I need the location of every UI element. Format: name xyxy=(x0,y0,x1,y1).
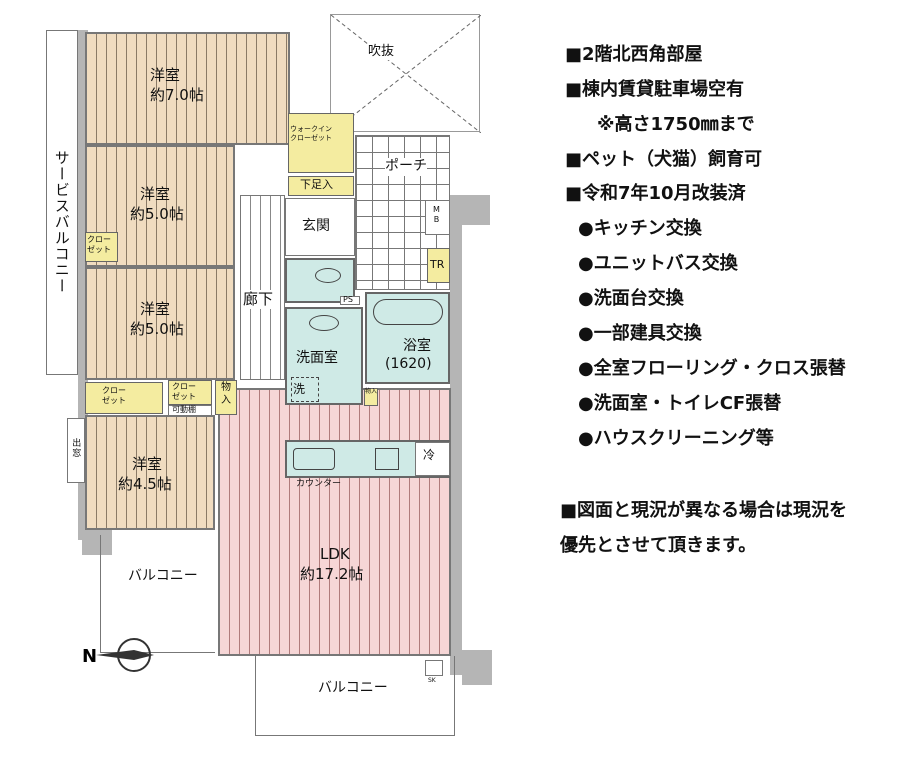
wall xyxy=(78,30,88,540)
room-name: 洋室 xyxy=(140,185,171,203)
closet-label: クロー ゼット xyxy=(172,382,196,401)
trunk-room xyxy=(427,248,450,283)
western-room-7 xyxy=(85,32,290,145)
western-room-5b xyxy=(85,267,235,380)
info-line: ●ハウスクリーニング等 xyxy=(578,428,774,449)
shelf-label: 可動棚 xyxy=(172,405,196,414)
balcony-left xyxy=(100,535,215,653)
western-room-4-5 xyxy=(85,415,215,530)
balcony-bottom xyxy=(255,656,455,736)
info-line: ●キッチン交換 xyxy=(578,218,702,239)
room-size: 約5.0帖 xyxy=(130,205,184,223)
sink-icon xyxy=(309,315,339,331)
slop-sink xyxy=(425,660,443,676)
wall xyxy=(82,525,112,555)
pipe-space xyxy=(340,296,360,305)
room-size: 約7.0帖 xyxy=(150,86,204,104)
info-line: ●一部建具交換 xyxy=(578,323,702,344)
bathtub-icon xyxy=(373,299,443,325)
info-line: ■2階北西角部屋 xyxy=(565,44,703,65)
wall xyxy=(462,195,490,225)
hallway-label: 廊下 xyxy=(243,290,274,309)
meter-box xyxy=(425,200,450,235)
storage xyxy=(215,380,237,415)
ldk-size: 約17.2帖 xyxy=(300,565,364,583)
void-area xyxy=(330,14,481,133)
washer-space xyxy=(291,377,319,402)
bay-window-label: 出窓 xyxy=(70,438,81,458)
room-name: 洋室 xyxy=(132,455,163,473)
note-line: 優先とさせて頂きます。 xyxy=(560,535,757,556)
bathroom-label: 浴室 xyxy=(403,338,431,354)
walk-in-closet xyxy=(288,113,354,173)
mb-label: M B xyxy=(433,205,440,224)
tr-label: TR xyxy=(430,258,445,271)
kitchen-sink-icon xyxy=(293,448,335,470)
wall xyxy=(462,650,492,685)
closet-label: クロー ゼット xyxy=(87,235,111,254)
kitchen-counter xyxy=(285,440,450,478)
porch-label: ポーチ xyxy=(385,158,427,176)
sk-label: SK xyxy=(428,677,436,684)
toilet xyxy=(285,258,355,303)
balcony-bottom-label: バルコニー xyxy=(318,680,388,696)
info-line: ●洗面台交換 xyxy=(578,288,684,309)
room-name: 洋室 xyxy=(150,66,181,84)
room-name: 洋室 xyxy=(140,300,171,318)
fridge-label: 冷 xyxy=(423,448,436,462)
service-balcony xyxy=(46,30,78,375)
info-line: ●全室フローリング・クロス張替 xyxy=(578,358,846,379)
ldk-label: LDK xyxy=(320,545,350,563)
info-line: ■令和7年10月改装済 xyxy=(565,183,746,204)
fridge-space xyxy=(415,442,450,476)
balcony-left-label: バルコニー xyxy=(128,568,198,584)
closet xyxy=(85,382,163,414)
washroom xyxy=(285,307,363,405)
room-size: 約5.0帖 xyxy=(130,320,184,338)
info-line: ●洗面室・トイレCF張替 xyxy=(578,393,782,414)
storage-label: 物入 xyxy=(221,382,231,406)
entrance xyxy=(285,198,355,256)
adjustable-shelf xyxy=(168,405,212,416)
washroom-label: 洗面室 xyxy=(296,350,338,366)
closet xyxy=(85,232,118,262)
shoe-storage xyxy=(288,176,354,196)
bathroom xyxy=(365,292,450,384)
closet xyxy=(168,380,212,405)
bay-window xyxy=(67,418,85,483)
walk-in-closet-label: ウォークイン クローゼット xyxy=(290,125,332,142)
ldk xyxy=(218,388,451,656)
entrance-label: 玄関 xyxy=(302,218,330,234)
stove-icon xyxy=(375,448,399,470)
info-line: ●ユニットバス交換 xyxy=(578,253,738,274)
info-line: ※高さ1750㎜まで xyxy=(597,114,755,135)
ps-label: PS xyxy=(343,295,353,304)
hallway xyxy=(240,195,285,380)
toilet-icon xyxy=(315,268,341,283)
shoe-storage-label: 下足入 xyxy=(300,178,333,191)
svg-text:N: N xyxy=(82,646,97,667)
service-balcony-label: サービスバルコニー xyxy=(52,150,71,294)
storage xyxy=(364,388,378,406)
note-line: ■図面と現況が異なる場合は現況を xyxy=(560,500,848,521)
wall xyxy=(450,195,462,675)
room-size: 約4.5帖 xyxy=(118,475,172,493)
info-line: ■ペット（犬猫）飼育可 xyxy=(565,149,763,170)
washer-label: 洗 xyxy=(293,382,306,396)
closet-label: クロー ゼット xyxy=(102,386,126,405)
counter-label: カウンター xyxy=(296,479,342,489)
compass-north-icon: N xyxy=(82,638,154,672)
bathroom-size: (1620) xyxy=(385,356,432,372)
void-label: 吹抜 xyxy=(368,44,395,61)
storage-label: 物入 xyxy=(364,388,377,395)
info-line: ■棟内賃貸駐車場空有 xyxy=(565,79,745,100)
